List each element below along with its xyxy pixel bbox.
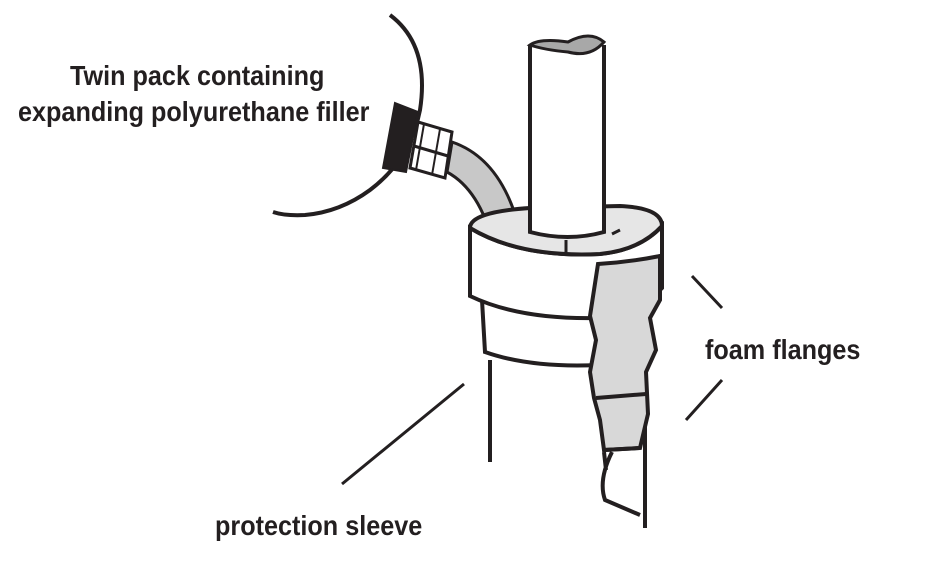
twin-pack-label-line2: expanding polyurethane filler (18, 96, 370, 127)
upper-pipe (528, 45, 606, 239)
protection-sleeve-label: protection sleeve (215, 510, 423, 541)
twin-pack-mouth (381, 101, 420, 174)
foam-flanges-leader-top (690, 274, 724, 310)
foam-band-line-1 (595, 392, 647, 400)
foam-flange-tail (600, 451, 641, 517)
twin-pack-label-line1: Twin pack containing (70, 60, 325, 91)
foam-band-line-2 (603, 446, 641, 452)
protection-sleeve-leader (341, 382, 465, 486)
twin-pack-bag (272, 13, 424, 218)
collar-tick-right (611, 228, 621, 236)
foam-flange-strip (587, 253, 662, 453)
foam-flanges-leader-bottom (684, 378, 724, 422)
connector-nut (408, 120, 454, 180)
foam-flanges-label: foam flanges (705, 334, 861, 365)
upper-pipe-top (526, 34, 607, 56)
